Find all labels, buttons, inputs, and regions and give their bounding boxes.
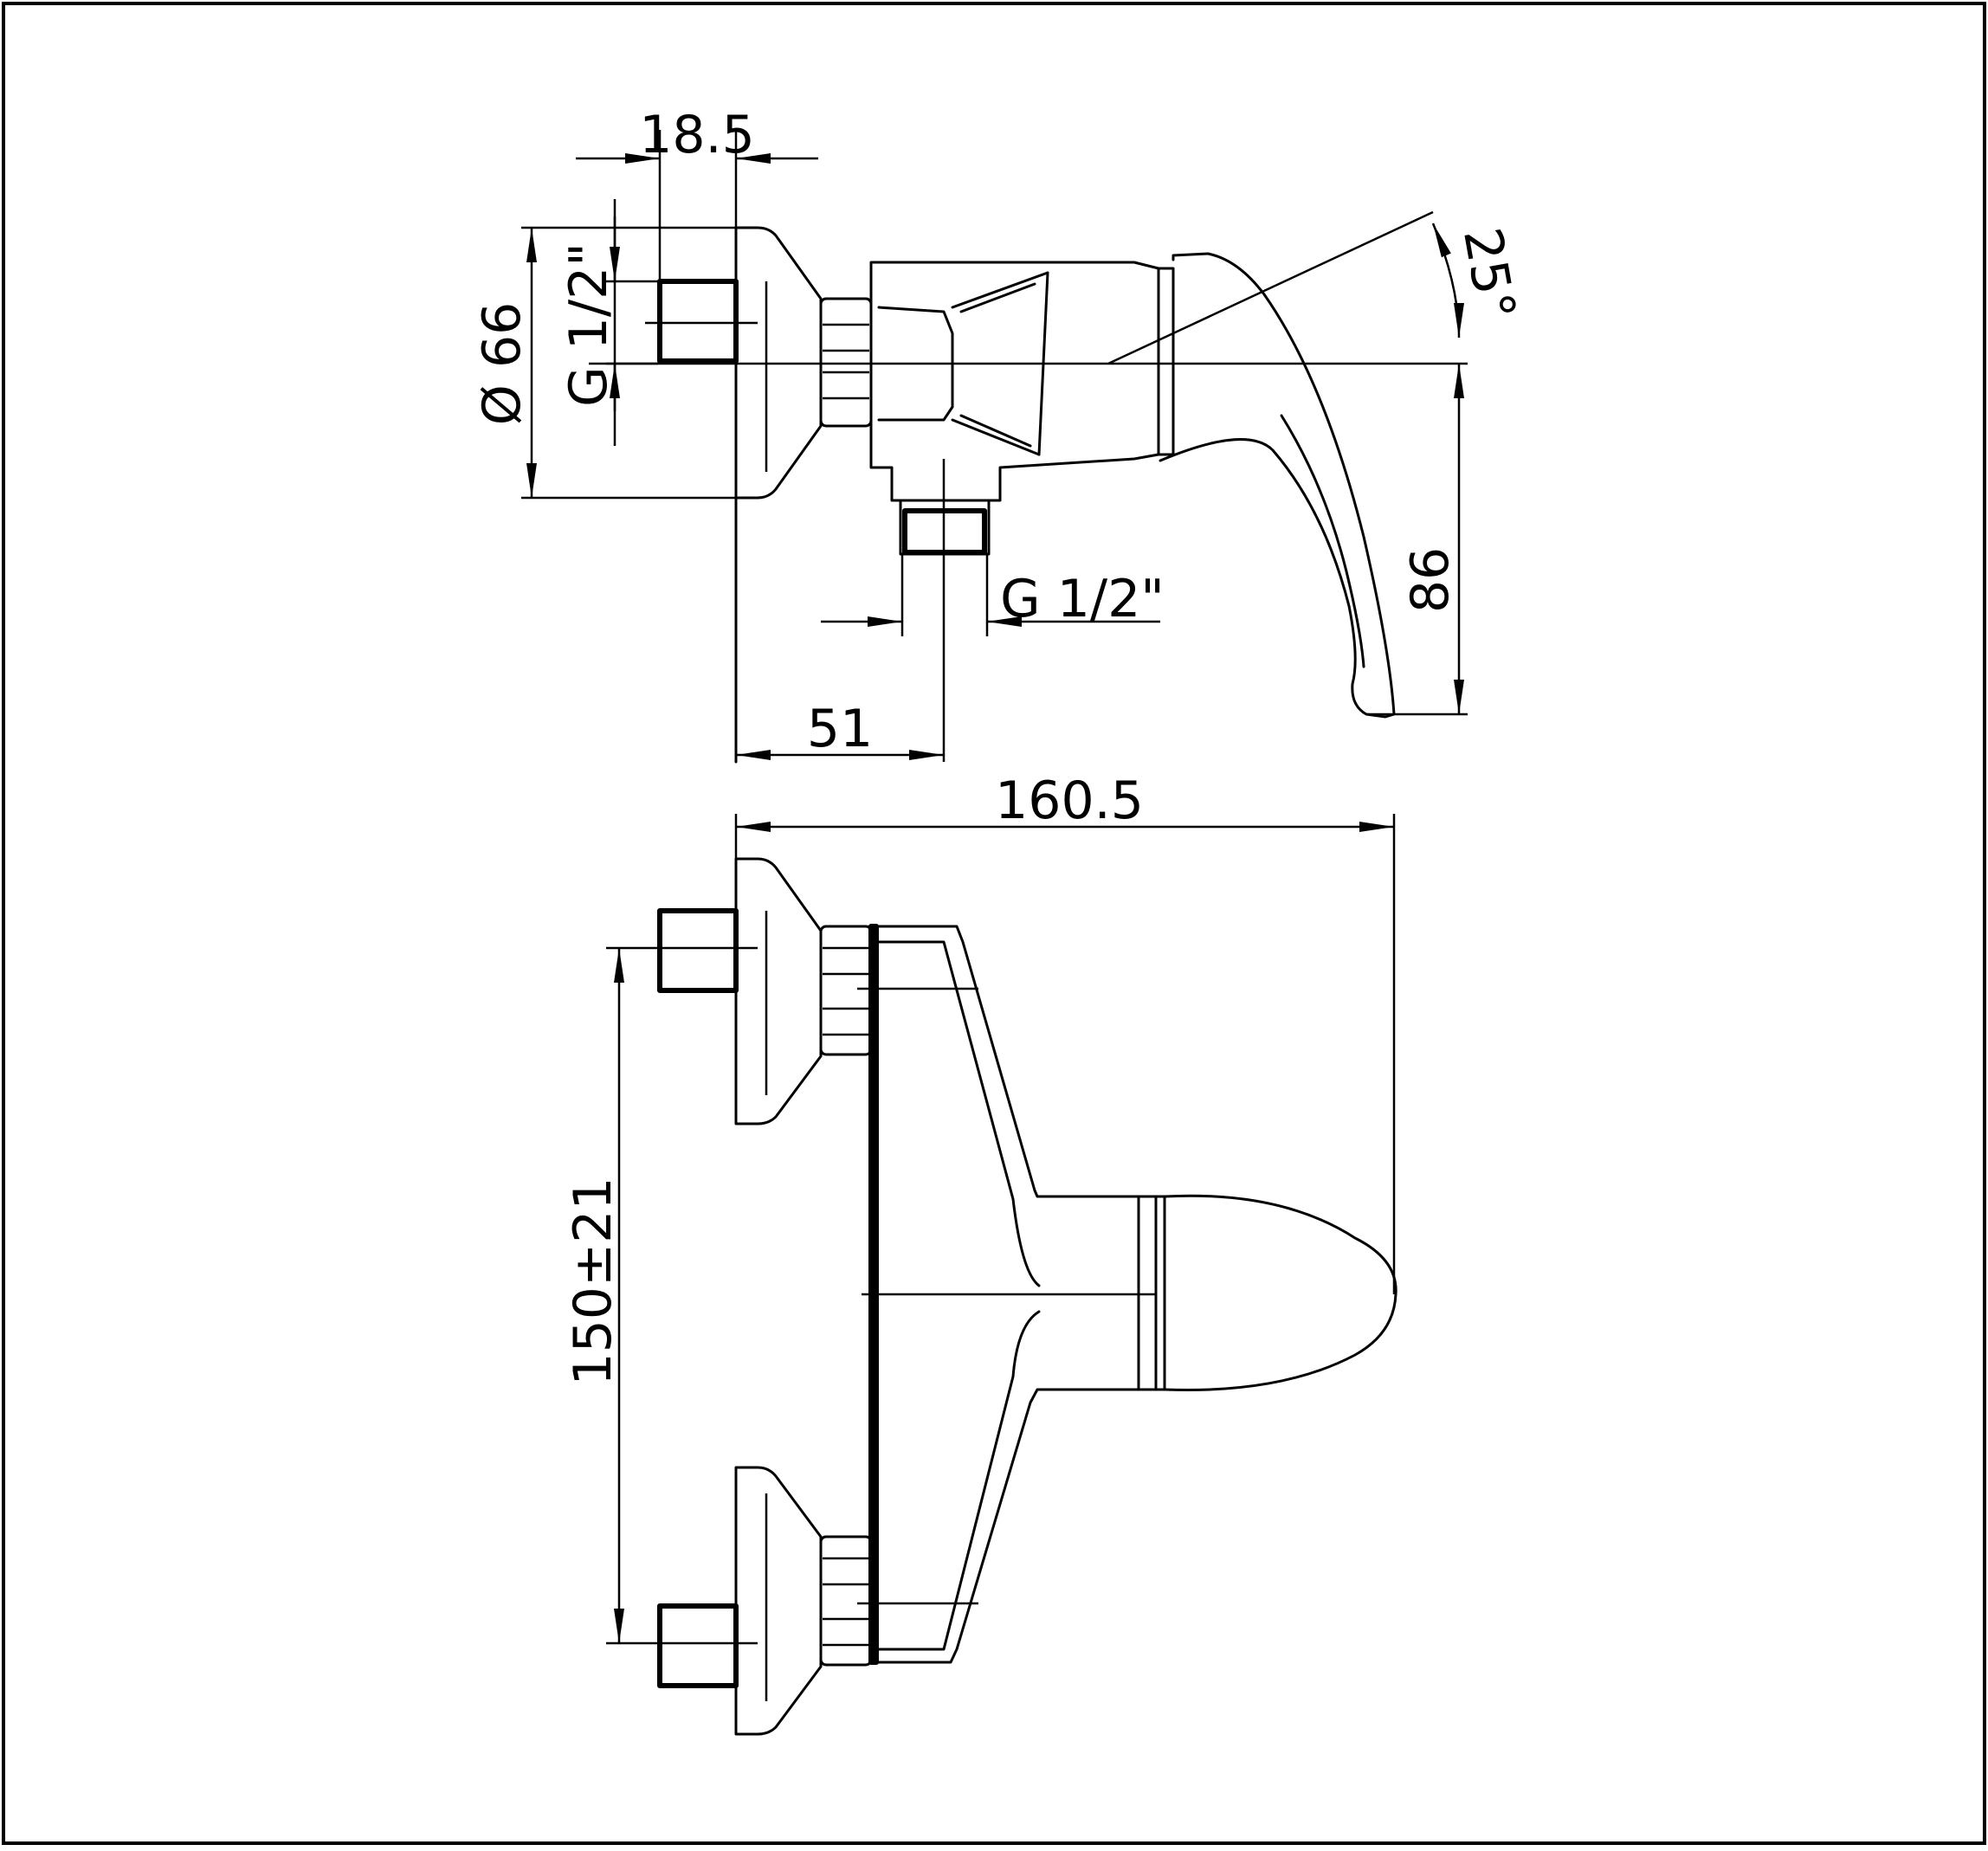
dim-offset-depth: 18.5 [639,105,755,165]
dim-inlet-spacing: 150±21 [563,1177,623,1385]
side-view [521,130,1468,764]
dim-lever-angle: 25° [1451,223,1526,325]
dim-escutcheon-diameter: Ø 66 [472,302,532,426]
dim-outlet-distance: 51 [807,699,873,759]
dim-lever-height: 86 [1400,547,1461,613]
dim-outlet-thread: G 1/2" [1000,569,1165,629]
front-view [606,814,1397,1736]
dim-overall-length: 160.5 [995,771,1144,831]
dim-inlet-thread: G 1/2" [558,242,619,407]
